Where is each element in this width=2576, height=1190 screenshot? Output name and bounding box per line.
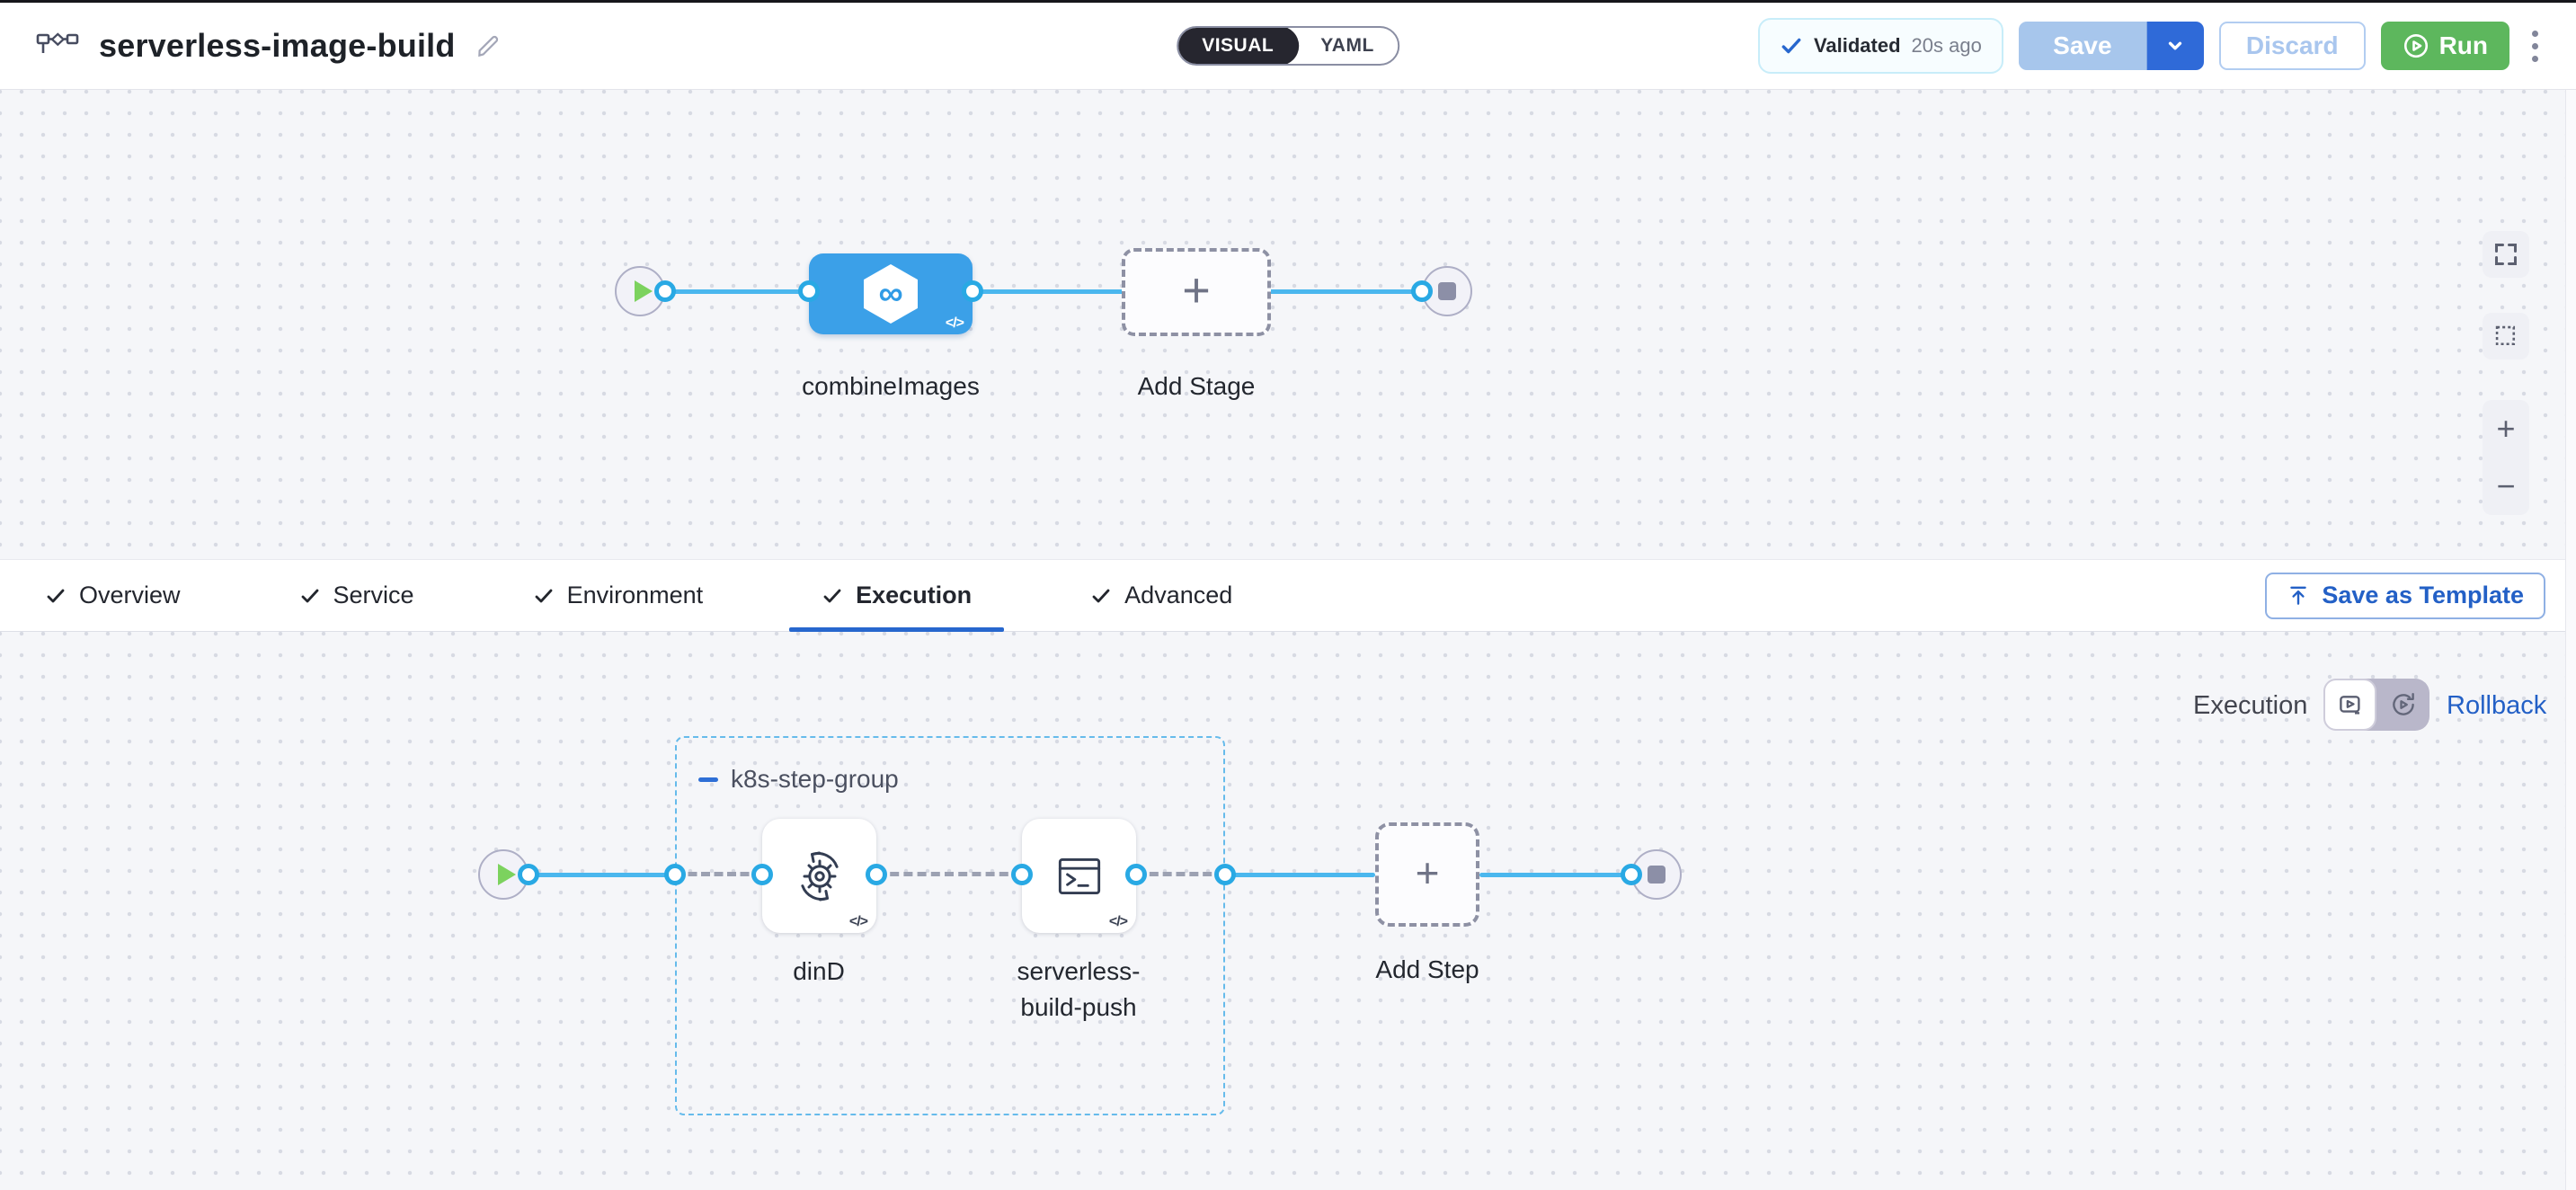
execution-rollback-toggle (2323, 679, 2429, 731)
tab-overview[interactable]: Overview (13, 560, 213, 631)
add-step-button[interactable]: + (1375, 822, 1479, 927)
rollback-view-button[interactable] (2376, 679, 2429, 731)
end-stop-icon (1648, 866, 1666, 884)
start-play-icon (634, 280, 653, 302)
check-icon (1780, 34, 1803, 58)
zoom-in-button[interactable]: + (2496, 410, 2516, 447)
validated-time: 20s ago (1911, 34, 1982, 57)
chevron-down-icon (2163, 34, 2187, 58)
connector-dot (1011, 864, 1033, 885)
execution-canvas: Execution Rollback k8s-step-group (0, 632, 2576, 1190)
tab-service[interactable]: Service (267, 560, 447, 631)
collapse-group-icon[interactable] (698, 777, 718, 782)
stage-tabbar: Overview Service Environment Execution A… (0, 559, 2576, 632)
step-node-serverless-build-push[interactable]: </> (1022, 819, 1136, 933)
marquee-select-button[interactable] (2483, 313, 2529, 360)
plus-icon: + (1182, 263, 1211, 317)
tab-check-icon (823, 589, 841, 602)
connector-dot (654, 280, 676, 302)
add-stage-label: Add Stage (1137, 372, 1256, 400)
exec-connector-line (1479, 873, 1631, 877)
gear-sync-icon (789, 846, 850, 907)
zoom-pill: + − (2483, 400, 2529, 515)
tab-check-icon (47, 589, 65, 602)
connector-dot (1621, 864, 1642, 885)
save-button[interactable]: Save (2018, 22, 2146, 70)
stage-canvas: ∞ </> combineImages + Add Stage + − (0, 90, 2576, 559)
tab-check-icon (301, 589, 318, 602)
connector-dot (664, 864, 686, 885)
exec-dashed-connector (1136, 872, 1225, 876)
toggle-yaml[interactable]: YAML (1320, 35, 1374, 56)
add-stage-button[interactable]: + (1122, 248, 1271, 336)
header-actions: Validated 20s ago Save Discard Run (1757, 3, 2545, 89)
end-stop-icon (1438, 282, 1456, 300)
tab-environment[interactable]: Environment (501, 560, 736, 631)
pipeline-icon (36, 30, 79, 62)
save-split-button: Save (2018, 22, 2204, 70)
validated-label: Validated (1813, 34, 1901, 57)
ci-hexagon-icon: ∞ (864, 264, 918, 324)
infinity-glyph: ∞ (878, 274, 903, 313)
step-label-dind: dinD (793, 957, 845, 985)
run-button[interactable]: Run (2380, 22, 2509, 70)
header: serverless-image-build VISUAL YAML Valid… (0, 3, 2576, 90)
tab-execution[interactable]: Execution (789, 560, 1005, 632)
step-group-label: k8s-step-group (731, 765, 899, 793)
connector-dot (962, 280, 983, 302)
window-top-strip (0, 0, 2576, 3)
save-options-button[interactable] (2145, 22, 2204, 70)
toggle-visual[interactable]: VISUAL (1178, 28, 1300, 64)
stage-node-combineimages[interactable]: ∞ </> (809, 253, 973, 334)
connector-dot (1214, 864, 1236, 885)
tab-check-icon (1092, 589, 1110, 602)
code-badge-icon: </> (945, 315, 964, 331)
discard-button[interactable]: Discard (2218, 22, 2366, 70)
execution-view-label: Execution (2193, 691, 2308, 720)
exec-connector-line (1225, 873, 1375, 877)
zoom-out-button[interactable]: − (2496, 467, 2516, 504)
code-badge-icon: </> (1108, 914, 1128, 929)
exec-dashed-connector (876, 872, 1022, 876)
execution-view-button[interactable] (2323, 679, 2376, 731)
rollback-link[interactable]: Rollback (2447, 691, 2547, 720)
fit-to-screen-button[interactable] (2483, 231, 2529, 278)
exec-dashed-connector (675, 872, 762, 876)
save-as-template-button[interactable]: Save as Template (2265, 572, 2545, 619)
kebab-menu-icon[interactable] (2525, 25, 2545, 67)
run-label: Run (2438, 31, 2488, 59)
tab-advanced[interactable]: Advanced (1058, 560, 1265, 631)
code-badge-icon: </> (848, 914, 868, 929)
run-play-icon (2403, 32, 2429, 59)
visual-yaml-toggle: VISUAL YAML (1177, 26, 1399, 66)
step-group-k8s: k8s-step-group (675, 736, 1225, 1115)
start-play-icon (497, 864, 516, 885)
validated-badge[interactable]: Validated 20s ago (1757, 18, 2003, 74)
stage-label: combineImages (802, 372, 980, 400)
terminal-icon (1050, 847, 1109, 906)
exec-connector-line (529, 873, 675, 877)
plus-icon: + (1415, 849, 1440, 896)
connector-dot (518, 864, 539, 885)
connector-dot (1411, 280, 1433, 302)
header-left: serverless-image-build (36, 3, 502, 89)
step-node-dind[interactable]: </> (762, 819, 876, 933)
upload-icon (2287, 584, 2310, 608)
connector-dot (1125, 864, 1147, 885)
page-title: serverless-image-build (99, 27, 456, 64)
tab-check-icon (535, 589, 552, 602)
edit-title-pencil-icon[interactable] (475, 32, 502, 59)
connector-dot (866, 864, 887, 885)
connector-dot (798, 280, 820, 302)
add-step-label: Add Step (1375, 955, 1479, 983)
stage-connector-line (665, 289, 1447, 294)
step-label-serverless: serverless- build-push (1017, 957, 1141, 1021)
vertical-scrollbar[interactable] (2565, 90, 2576, 1190)
connector-dot (751, 864, 773, 885)
